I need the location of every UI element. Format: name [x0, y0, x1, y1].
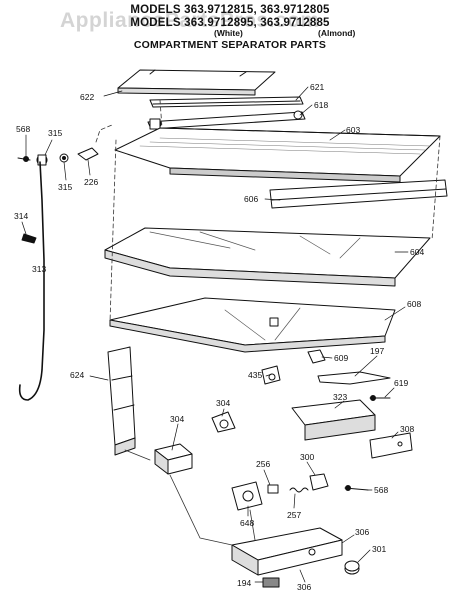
- part-603-shelf[interactable]: [114, 127, 441, 183]
- callout-197: 197: [370, 346, 384, 356]
- leader-lines: [21, 86, 409, 583]
- callout-194: 194: [237, 578, 251, 588]
- part-622-strip[interactable]: [117, 69, 276, 96]
- part-313-rod[interactable]: [18, 161, 45, 401]
- part-194-label[interactable]: [262, 577, 280, 588]
- diagram-title: COMPARTMENT SEPARATOR PARTS: [133, 39, 327, 51]
- callout-622: 622: [80, 92, 94, 102]
- part-624-damper[interactable]: [107, 346, 136, 456]
- callout-648: 648: [240, 518, 254, 528]
- callout-315-top: 315: [48, 128, 62, 138]
- callout-308: 308: [400, 424, 414, 434]
- part-619-screw[interactable]: [369, 395, 391, 401]
- callout-226: 226: [84, 177, 98, 187]
- part-256-clip[interactable]: [267, 484, 279, 494]
- part-300-sensor[interactable]: [309, 473, 329, 491]
- part-308-bracket[interactable]: [369, 432, 413, 459]
- callout-256: 256: [256, 459, 270, 469]
- callout-608: 608: [407, 299, 421, 309]
- callout-624: 624: [70, 370, 84, 380]
- part-648-thermostat[interactable]: [231, 481, 263, 511]
- part-606-front-trim[interactable]: [269, 179, 448, 209]
- callout-labels: 622 621 618 603 606 568 315 315 226 314 …: [14, 82, 424, 592]
- callout-315-bottom: 315: [58, 182, 72, 192]
- part-609-bracket[interactable]: [307, 349, 326, 364]
- part-618-rod[interactable]: [147, 110, 306, 130]
- callout-603: 603: [346, 125, 360, 135]
- callout-314: 314: [14, 211, 28, 221]
- callout-323: 323: [333, 392, 347, 402]
- models-line-2: MODELS 363.9712895, 363.9712885: [130, 17, 330, 29]
- watermark: AppliancePartsPros.com: [60, 9, 320, 32]
- almond-label: (Almond): [318, 28, 356, 38]
- part-226-clip[interactable]: [77, 147, 99, 161]
- part-301-knob[interactable]: [344, 560, 360, 575]
- callout-619: 619: [394, 378, 408, 388]
- callout-300: 300: [300, 452, 314, 462]
- callout-618: 618: [314, 100, 328, 110]
- callout-606: 606: [244, 194, 258, 204]
- part-314-clip[interactable]: [21, 233, 37, 244]
- models-line-1: MODELS 363.9712815, 363.9712805: [130, 4, 330, 16]
- part-568-screw-right[interactable]: [344, 485, 369, 491]
- white-label: (White): [214, 28, 243, 38]
- part-568-screw-left[interactable]: [17, 156, 31, 162]
- callout-604: 604: [410, 247, 424, 257]
- callout-301: 301: [372, 544, 386, 554]
- part-435-knob[interactable]: [261, 365, 281, 385]
- part-304-knob[interactable]: [211, 411, 236, 433]
- part-197-duct[interactable]: [317, 371, 391, 385]
- callout-568-left: 568: [16, 124, 30, 134]
- part-304-block[interactable]: [154, 443, 193, 475]
- part-306-base[interactable]: [231, 527, 343, 576]
- callout-306-bottom: 306: [297, 582, 311, 592]
- part-323-housing[interactable]: [291, 399, 376, 441]
- part-608-tray[interactable]: [109, 297, 396, 353]
- callout-306-right: 306: [355, 527, 369, 537]
- callout-313: 313: [32, 264, 46, 274]
- part-621-rail[interactable]: [149, 96, 304, 108]
- control-wire-path: [124, 449, 256, 546]
- callout-304-right: 304: [216, 398, 230, 408]
- callout-435: 435: [248, 370, 262, 380]
- callout-609: 609: [334, 353, 348, 363]
- callout-568-right: 568: [374, 485, 388, 495]
- callout-621: 621: [310, 82, 324, 92]
- part-315-lever[interactable]: [36, 153, 69, 166]
- part-604-separator[interactable]: [104, 227, 431, 287]
- callout-257: 257: [287, 510, 301, 520]
- callout-304-left: 304: [170, 414, 184, 424]
- assembly-guide-lines: [95, 99, 441, 323]
- part-257-spring[interactable]: [289, 487, 309, 493]
